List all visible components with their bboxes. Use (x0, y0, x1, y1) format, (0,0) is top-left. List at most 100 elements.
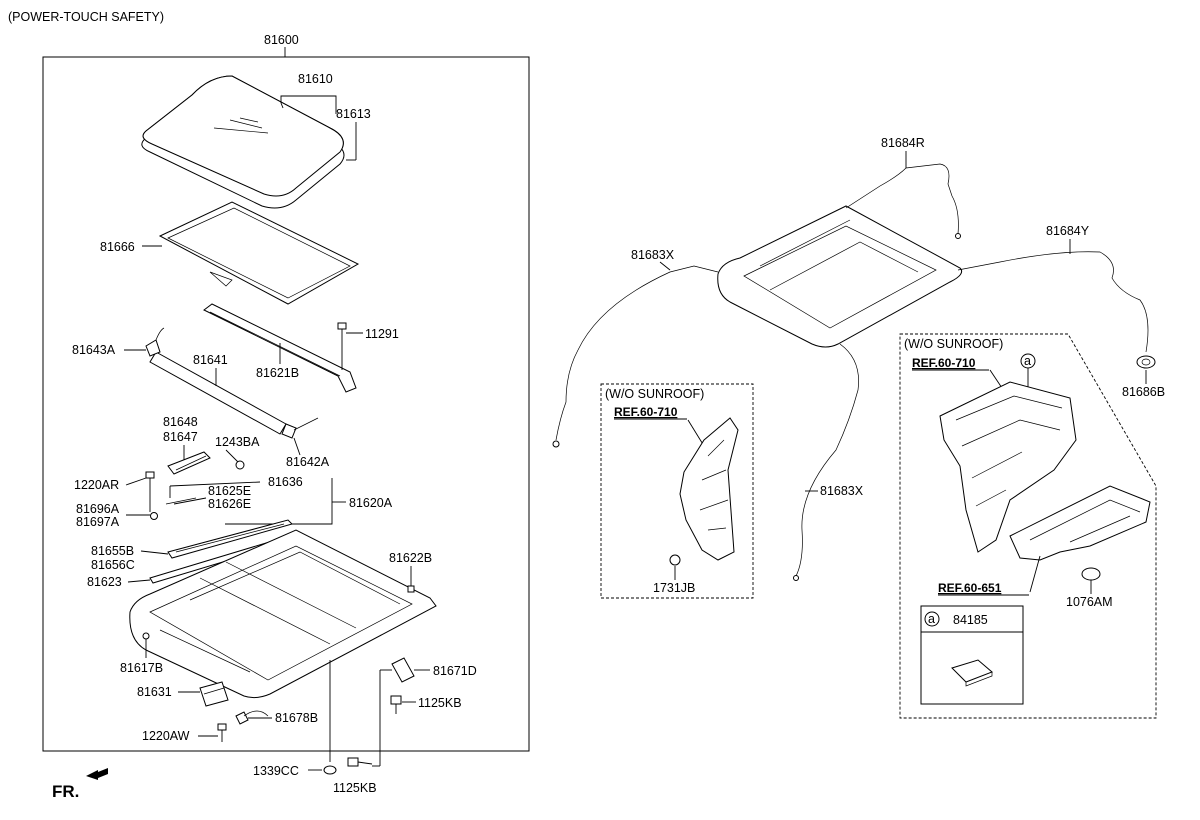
leader-81636 (169, 481, 261, 487)
label-81684R: 81684R (881, 136, 925, 150)
label-81683X-lower: 81683X (820, 484, 864, 498)
label-81625E: 81625E (208, 484, 251, 498)
box-left-title: (W/O SUNROOF) (605, 387, 704, 401)
nut-1243BA (235, 460, 245, 470)
diagram-title: (POWER-TOUCH SAFETY) (8, 10, 164, 24)
label-81642A: 81642A (286, 455, 330, 469)
wo-sunroof-box-right (899, 333, 1157, 719)
bracket-81620A (225, 478, 333, 525)
quarter-inner-panel (939, 381, 1077, 553)
bolt-1125KB-lower (347, 757, 373, 767)
label-1125KB-upper: 1125KB (418, 696, 462, 710)
bolt-1125KB-upper (390, 695, 402, 714)
front-direction-label: FR. (52, 782, 79, 801)
leader-1220AR (125, 477, 147, 486)
hose-end-r (955, 233, 961, 239)
label-81631: 81631 (137, 685, 172, 699)
label-81623: 81623 (87, 575, 122, 589)
leader-81655B (140, 550, 169, 555)
sunshade-panel (158, 201, 360, 305)
label-81617B: 81617B (120, 661, 163, 675)
label-81666: 81666 (100, 240, 135, 254)
bolt-11291 (337, 322, 347, 370)
label-81620A: 81620A (349, 496, 393, 510)
label-81613: 81613 (336, 107, 371, 121)
assembly-frame (42, 56, 530, 752)
legend-marker: a (928, 612, 935, 626)
pad-84185-edge (965, 672, 993, 687)
leader-1243BA (225, 449, 239, 463)
label-81655B: 81655B (91, 544, 134, 558)
screw-1220AW (217, 723, 227, 742)
front-arrow-icon (86, 768, 108, 780)
label-81697A: 81697A (76, 515, 120, 529)
label-81622B: 81622B (389, 551, 432, 565)
label-1076AM: 1076AM (1066, 595, 1113, 609)
label-81647: 81647 (163, 430, 198, 444)
sunroof-frame (129, 529, 437, 699)
bracket-81671D (391, 657, 415, 683)
label-1731JB: 1731JB (653, 581, 695, 595)
box-right-title: (W/O SUNROOF) (904, 337, 1003, 351)
label-81684Y: 81684Y (1046, 224, 1090, 238)
label-81626E: 81626E (208, 497, 251, 511)
label-81648: 81648 (163, 415, 198, 429)
callout-a: a (1024, 354, 1031, 368)
leader-81623 (127, 579, 151, 583)
label-81643A: 81643A (72, 343, 116, 357)
plug-1731JB (669, 554, 681, 566)
hose-end-left (552, 440, 560, 448)
leader-81610 (280, 95, 337, 114)
label-81686B: 81686B (1122, 385, 1165, 399)
label-81610: 81610 (298, 72, 333, 86)
leader-81642A (293, 437, 301, 456)
label-1339CC: 1339CC (253, 764, 299, 778)
grommet-81686B-inner (1141, 358, 1151, 366)
sunroof-motor (199, 681, 269, 725)
drain-hose-layout (555, 163, 1149, 577)
plug-1076AM (1081, 567, 1101, 581)
leader-81683X-upper (659, 261, 671, 271)
label-81641: 81641 (193, 353, 228, 367)
rear-floor-panel (1009, 485, 1151, 561)
label-81671D: 81671D (433, 664, 477, 678)
label-81656C: 81656C (91, 558, 135, 572)
legend-box (920, 605, 1024, 705)
legend-part: 84185 (953, 613, 988, 627)
label-11291: 11291 (365, 327, 399, 341)
box-right-ref2: REF.60-651 (938, 581, 1002, 595)
clip-81696A (150, 512, 158, 520)
label-1220AW: 1220AW (142, 729, 190, 743)
clip-81617B (142, 632, 150, 640)
label-1243BA: 1243BA (215, 435, 260, 449)
pad-84185 (951, 659, 993, 683)
label-81678B: 81678B (275, 711, 318, 725)
leader-81625E (173, 497, 207, 505)
box-right-ref1: REF.60-710 (912, 356, 976, 370)
label-81636: 81636 (268, 475, 303, 489)
box-left-ref-leader (687, 419, 705, 447)
assembly-number: 81600 (264, 33, 299, 47)
legend-marker-circle (924, 611, 940, 627)
label-1220AR: 1220AR (74, 478, 119, 492)
wo-sunroof-box-left (600, 383, 754, 599)
hose-end-bottom (793, 575, 799, 581)
sunroof-glass-panel (141, 75, 345, 209)
drain-hose (145, 327, 319, 439)
leader-81610-b (280, 102, 284, 109)
box-right-ref2-leader (1029, 555, 1041, 593)
label-81683X-upper: 81683X (631, 248, 675, 262)
wind-deflector (203, 303, 357, 393)
cable-81625E (165, 497, 197, 505)
stopper-81622B (407, 585, 415, 593)
label-81621B: 81621B (256, 366, 299, 380)
pillar-panel-left (679, 417, 739, 561)
label-1125KB-lower: 1125KB (333, 781, 377, 795)
grommet-81686B (1136, 355, 1156, 369)
box-left-ref: REF.60-710 (614, 405, 678, 419)
label-81696A: 81696A (76, 502, 120, 516)
motor-bracket (167, 451, 211, 475)
screw-1220AR (145, 471, 155, 512)
grommet-1339CC (323, 765, 337, 775)
